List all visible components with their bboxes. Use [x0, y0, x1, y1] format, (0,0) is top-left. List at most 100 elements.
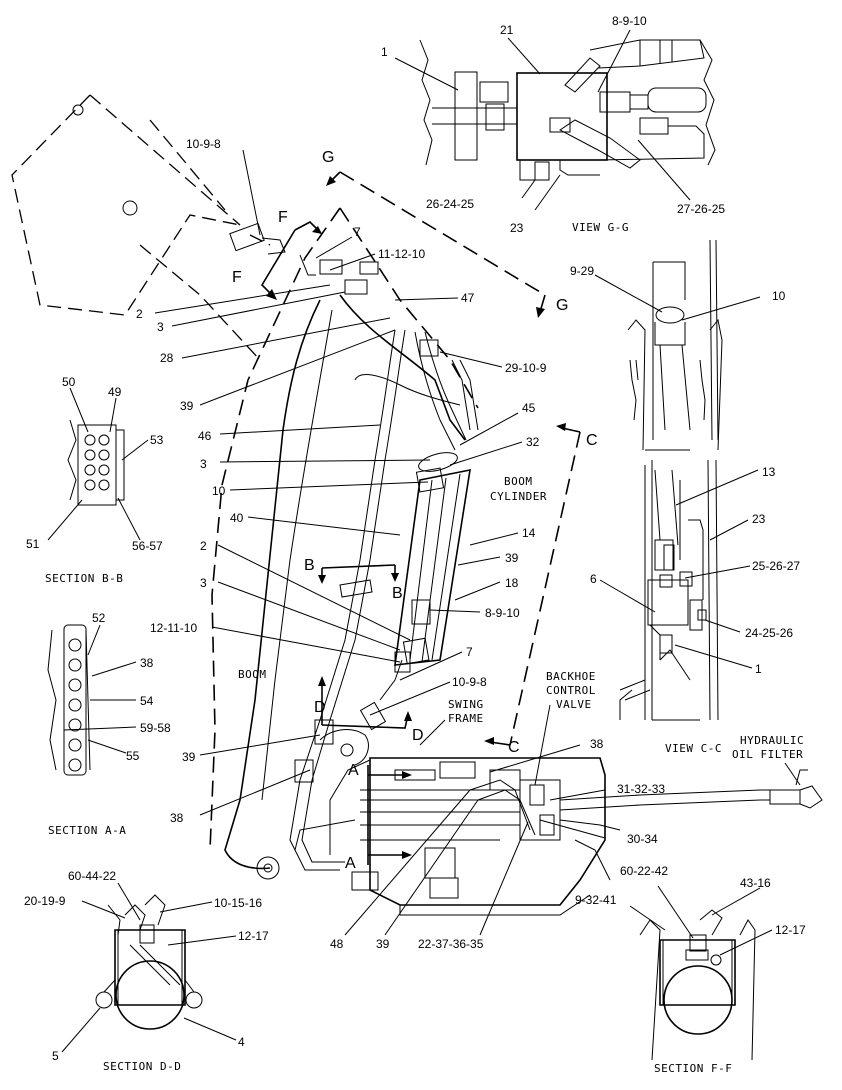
callout: 13 [762, 465, 776, 479]
callout: 14 [522, 526, 536, 540]
view-cc-caption: VIEW C-C [665, 742, 722, 755]
section-letter-f-left: F [232, 269, 242, 286]
callout: 12-11-10 [150, 621, 197, 635]
callout: 60-44-22 [68, 869, 116, 883]
callout: 49 [108, 385, 122, 399]
callout: 27-26-25 [677, 202, 725, 216]
callout: 9-29 [570, 264, 594, 278]
view-cc-drawing [594, 239, 761, 721]
callout: 51 [26, 537, 40, 551]
hydraulic-oil-filter-label-2: OIL FILTER [732, 748, 803, 761]
section-letter-f-top: F [278, 209, 288, 226]
callout: 47 [461, 291, 475, 305]
callout: 52 [92, 611, 106, 625]
callout: 20-19-9 [24, 894, 66, 908]
boom-label: BOOM [238, 668, 267, 681]
callout: 40 [230, 511, 244, 525]
callout: 21 [500, 23, 514, 37]
callout: 18 [505, 576, 519, 590]
section-aa-drawing [47, 624, 137, 776]
section-letter-a-top: A [348, 762, 359, 779]
callout: 55 [126, 749, 140, 763]
backhoe-control-valve-label-3: VALVE [556, 698, 592, 711]
callout: 8-9-10 [612, 14, 647, 28]
callout: 24-25-26 [745, 626, 793, 640]
callout: 12-17 [775, 923, 806, 937]
section-bb-drawing [47, 387, 149, 541]
callout: 23 [752, 512, 766, 526]
callout: 29-10-9 [505, 361, 547, 375]
section-letter-c-top: C [586, 432, 598, 449]
boom-cylinder-label-2: CYLINDER [490, 490, 547, 503]
callout: 30-34 [627, 832, 658, 846]
callout: 48 [330, 937, 344, 951]
view-gg-drawing [394, 29, 716, 211]
section-ff-caption: SECTION F-F [654, 1062, 732, 1075]
section-letter-a-bottom: A [345, 855, 356, 872]
section-letter-g-right: G [556, 297, 568, 314]
callout: 12-17 [238, 929, 269, 943]
section-letter-d-right: D [412, 727, 424, 744]
view-gg-caption: VIEW G-G [572, 221, 629, 234]
section-aa-caption: SECTION A-A [48, 824, 126, 837]
backhoe-control-valve-label-2: CONTROL [546, 684, 596, 697]
callout: 22-37-36-35 [418, 937, 484, 951]
callout: 39 [505, 551, 519, 565]
callout: 2 [136, 307, 143, 321]
callout: 46 [198, 429, 212, 443]
callout: 6 [590, 572, 597, 586]
swing-frame-label-2: FRAME [448, 712, 484, 725]
callout: 31-32-33 [617, 782, 665, 796]
callout: 10-9-8 [452, 675, 487, 689]
callout: 9-32-41 [575, 893, 617, 907]
callout: 11-12-10 [378, 247, 425, 261]
section-bb-caption: SECTION B-B [45, 572, 123, 585]
callout: 3 [200, 457, 207, 471]
section-dd-caption: SECTION D-D [103, 1060, 181, 1073]
callout: 54 [140, 694, 154, 708]
section-letter-b-left: B [304, 557, 315, 574]
callout: 38 [170, 811, 184, 825]
callout: 3 [157, 320, 164, 334]
callout: 7 [466, 645, 473, 659]
callout: 23 [510, 221, 524, 235]
callout: 2 [200, 539, 207, 553]
section-letter-c-bottom: C [508, 739, 520, 756]
callout: 50 [62, 375, 76, 389]
callout: 59-58 [140, 721, 171, 735]
callout: 56-57 [132, 539, 163, 553]
callout: 3 [200, 576, 207, 590]
boom-cylinder-label-1: BOOM [504, 475, 533, 488]
section-letter-d-left: D [314, 699, 326, 716]
callout: 8-9-10 [485, 606, 520, 620]
backhoe-control-valve-label-1: BACKHOE [546, 670, 596, 683]
callout: 43-16 [740, 876, 771, 890]
boom-main-drawing [11, 94, 823, 936]
callout: 53 [150, 433, 164, 447]
callout: 32 [526, 435, 540, 449]
callout: 26-24-25 [426, 197, 474, 211]
callout: 10-15-16 [214, 896, 262, 910]
section-dd-drawing [61, 882, 237, 1053]
callout: 1 [755, 662, 762, 676]
callout: 10 [212, 484, 226, 498]
callout: 39 [180, 399, 194, 413]
callout: 5 [52, 1049, 59, 1063]
swing-frame-label-1: SWING [448, 698, 484, 711]
callout: 10-9-8 [186, 137, 221, 151]
callout: 1 [381, 45, 388, 59]
callout: 25-26-27 [752, 559, 800, 573]
callout: 45 [522, 401, 536, 415]
callout: 4 [238, 1035, 245, 1049]
callout: 28 [160, 351, 174, 365]
section-ff-drawing [629, 885, 773, 1061]
callout: 38 [140, 656, 154, 670]
callout: 60-22-42 [620, 864, 668, 878]
callout: 39 [182, 750, 196, 764]
hydraulic-oil-filter-label-1: HYDRAULIC [740, 734, 804, 747]
section-letter-b-right: B [392, 585, 403, 602]
callout: 10 [772, 289, 786, 303]
callout: 39 [376, 937, 390, 951]
